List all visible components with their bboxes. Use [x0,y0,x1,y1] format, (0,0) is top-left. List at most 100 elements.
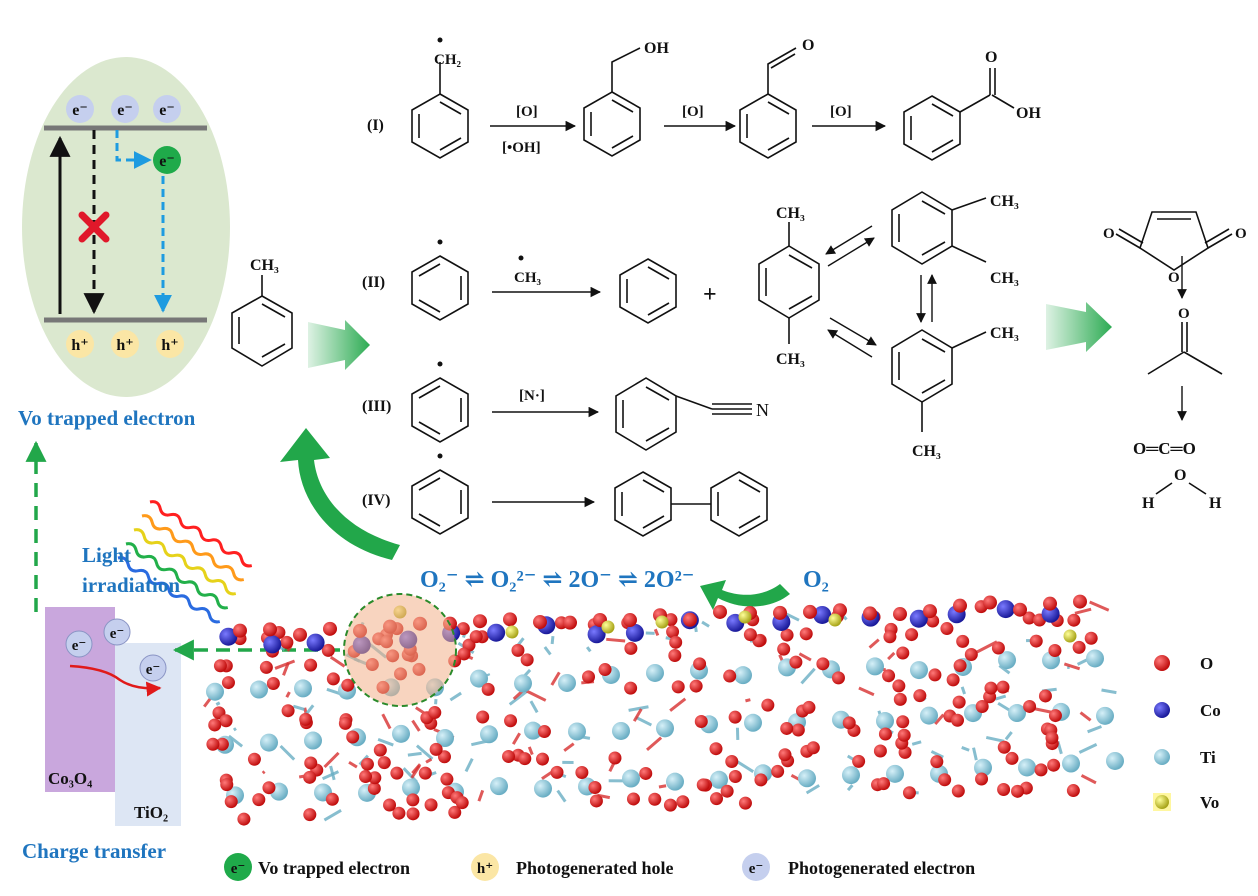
maleic-o-right: O [1235,226,1247,242]
oxygen-atom [902,786,916,800]
oxygen-atom [418,766,432,780]
oxygen-atom [852,754,866,768]
meta-ch3-1: CH₃ [990,325,1019,342]
oxygen-atom [469,630,483,644]
oxygen-legend-icon [1154,655,1170,671]
oxygen-species-chain: O₂⁻ ⇌ O₂²⁻ ⇌ 2O⁻ ⇌ 2O²⁻ [420,567,694,593]
electron-label: e⁻ [146,662,161,678]
lattice-bond [1074,607,1092,615]
oxygen-atom [550,765,564,779]
oxygen-atom [341,678,355,692]
oxygen-atom [728,770,742,784]
titanium-atom [524,721,542,740]
oxygen-atom [991,641,1005,655]
oxygen-atom [518,752,532,766]
titanium-atom [886,764,904,783]
oxidant-label: [O] [516,104,538,120]
hydroxyl-label: [•OH] [502,140,541,156]
titanium-legend-icon [1154,749,1170,765]
oxygen-atom [878,727,892,741]
lattice-bond [411,763,422,775]
oxygen-atom [1043,596,1057,611]
lattice-bond [985,735,1005,743]
lattice-bond [646,736,663,752]
electron-icon [66,95,94,123]
blocked-cross-icon [78,211,110,243]
electron-label: e⁻ [72,102,88,119]
vacancy-site [601,620,615,634]
lattice-bond [227,734,244,748]
titanium-atom [1008,704,1026,723]
oxygen-atom [252,793,266,807]
titanium-atom [974,758,992,777]
lattice-bond [329,655,346,668]
legend-vo-trapped-electron: Vo trapped electron [258,858,410,878]
titanium-atom [534,779,552,798]
oxygen-atom [725,755,739,769]
irradiation-label: irradiation [82,573,180,597]
lattice-bond [658,784,667,789]
plus-sign: + [703,282,717,308]
cobalt-atom [263,635,282,654]
roman-numeral-2: (II) [362,274,385,291]
oxygen-atom [842,716,856,730]
oxygen-atom [668,648,682,662]
legend-ti: Ti [1200,748,1216,767]
oxygen-atom [473,614,487,629]
oxygen-atom [893,692,907,706]
oxygen-atom [1048,643,1062,657]
oxygen-atom [806,741,820,755]
lattice-bond [215,701,221,706]
lattice-bond [543,646,552,656]
oxygen-atom [816,657,830,671]
lattice-bond [321,770,340,781]
lattice-bond [669,697,687,712]
titanium-atom [436,729,454,748]
oxidant-label: [O] [830,104,852,120]
lattice-bond [1080,774,1097,785]
oxygen-atom [624,641,638,655]
titanium-atom [558,673,576,692]
oxygen-atom [437,750,451,764]
oxygen-atom [873,744,887,758]
cobalt-atom [587,625,606,644]
oxygen-atom [1038,689,1052,703]
oxygen-atom [953,659,967,673]
lattice-bond [381,713,392,730]
lattice-bond [323,809,342,822]
acid-o: O [985,49,997,66]
oxygen-atom [754,773,768,787]
lattice-bond [529,700,539,714]
oxygen-atom [896,715,910,729]
titanium-atom [998,651,1016,670]
crystal-structure [203,594,1124,826]
oxygen-atom [984,681,998,695]
lattice-bond [563,742,575,752]
legend-vo: Vo [1200,793,1219,812]
oxygen-atom [780,628,794,642]
titanium-atom [392,724,410,743]
titanium-atom [866,657,884,676]
oxygen-atom [481,682,495,696]
tio2-label: TiO₂ [134,803,168,822]
oxygen-atom [771,764,785,778]
lattice-bond [1087,725,1102,734]
electron-icon [139,654,167,682]
lattice-bond [411,719,421,732]
oxygen-atom [693,657,707,671]
oxygen-atom [892,679,906,693]
pathway-2: (II) CH₃ + CH₃ CH₃ CH₃ CH₃ [362,191,1019,460]
titanium-atom [514,674,532,693]
para-ch3-bottom: CH₃ [776,351,805,368]
oxygen-atom [476,710,490,724]
oxygen-atom [303,770,317,784]
lattice-bond [930,750,944,759]
oxygen-atom [893,607,907,622]
lattice-bond [1079,711,1092,722]
lattice-bond [279,744,296,761]
oxygen-atom [1066,784,1080,798]
oxygen-atom [359,770,373,784]
oxygen-atom [882,669,896,683]
titanium-atom [1086,649,1104,668]
